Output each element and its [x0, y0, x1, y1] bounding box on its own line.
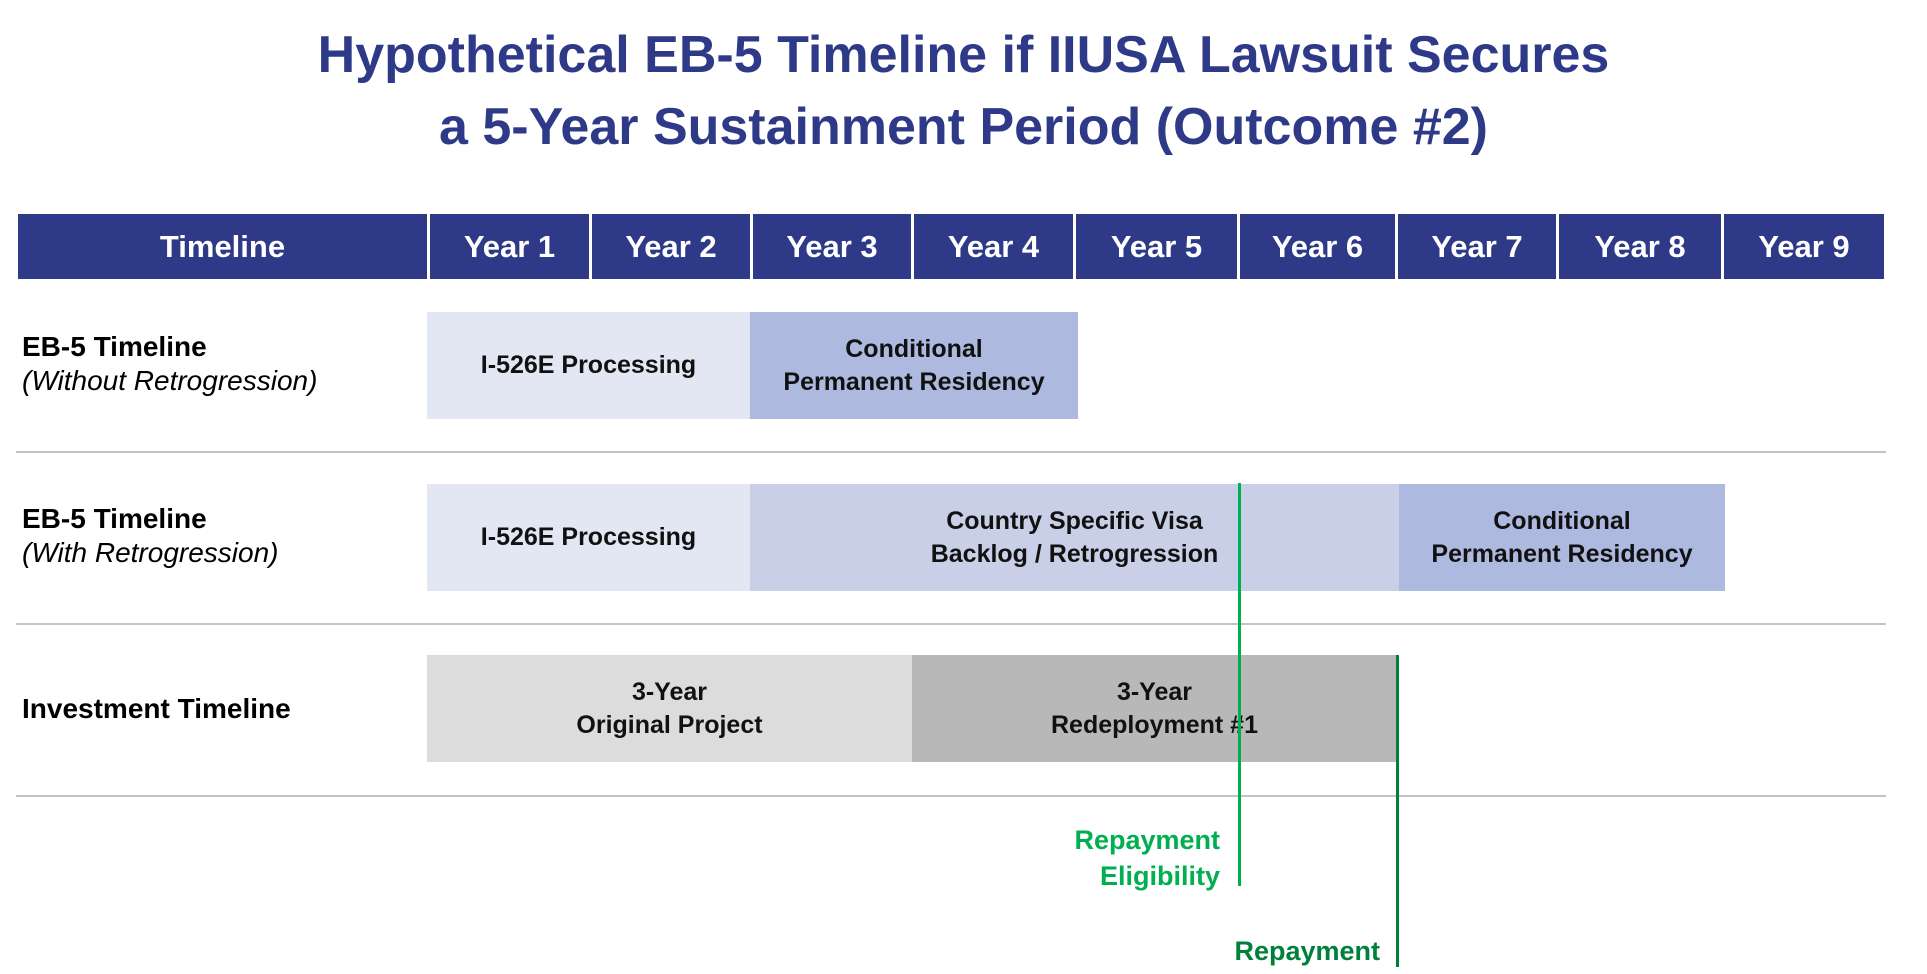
- header-year-4: Year 4: [914, 214, 1073, 279]
- header-timeline-cell: Timeline: [18, 214, 427, 279]
- repayment-eligibility-line: [1238, 483, 1241, 886]
- row-label-main: EB-5 Timeline: [22, 503, 207, 534]
- title-line-1: Hypothetical EB-5 Timeline if IIUSA Laws…: [317, 26, 1610, 84]
- segment-text-1: Conditional: [1493, 506, 1631, 535]
- header-year-2: Year 2: [592, 214, 750, 279]
- header-year-9: Year 9: [1724, 214, 1884, 279]
- marker-text-1: Repayment: [1074, 825, 1220, 855]
- row-label-eb5-without-retrogression: EB-5 Timeline (Without Retrogression): [22, 330, 317, 398]
- segment-text-1: Conditional: [845, 334, 983, 363]
- segment-text-1: 3-Year: [1116, 677, 1193, 706]
- row-divider: [16, 451, 1886, 453]
- segment-text-2: Redeployment #1: [1050, 710, 1258, 739]
- segment-i526e-processing: I-526E Processing: [427, 484, 750, 591]
- header-year-3: Year 3: [753, 214, 911, 279]
- row-label-main: EB-5 Timeline: [22, 331, 207, 362]
- marker-text: Repayment: [1234, 936, 1380, 966]
- repayment-line: [1396, 655, 1399, 967]
- header-year-1: Year 1: [430, 214, 589, 279]
- row-divider: [16, 795, 1886, 797]
- segment-text-2: Permanent Residency: [783, 367, 1045, 396]
- header-year-8: Year 8: [1559, 214, 1721, 279]
- row-divider: [16, 623, 1886, 625]
- segment-text-2: Original Project: [576, 710, 763, 739]
- header-year-7: Year 7: [1398, 214, 1556, 279]
- segment-text: I-526E Processing: [480, 351, 697, 379]
- row-label-investment-timeline: Investment Timeline: [22, 692, 291, 726]
- segment-text-1: Country Specific Visa: [946, 506, 1203, 535]
- segment-i526e-processing: I-526E Processing: [427, 312, 750, 419]
- marker-text-2: Eligibility: [1099, 861, 1220, 891]
- segment-text-1: 3-Year: [631, 677, 708, 706]
- segment-text-2: Permanent Residency: [1431, 539, 1693, 568]
- row-label-main: Investment Timeline: [22, 693, 291, 724]
- header-year-5: Year 5: [1076, 214, 1237, 279]
- repayment-eligibility-label: Repayment Eligibility: [900, 822, 1220, 894]
- repayment-label: Repayment: [1060, 933, 1380, 969]
- title-line-2: a 5-Year Sustainment Period (Outcome #2): [439, 98, 1488, 156]
- row-label-sub: (With Retrogression): [22, 537, 279, 568]
- header-year-6: Year 6: [1240, 214, 1395, 279]
- segment-text-2: Backlog / Retrogression: [930, 539, 1219, 568]
- row-label-sub: (Without Retrogression): [22, 365, 318, 396]
- row-label-eb5-with-retrogression: EB-5 Timeline (With Retrogression): [22, 502, 278, 570]
- segment-text: I-526E Processing: [480, 523, 697, 551]
